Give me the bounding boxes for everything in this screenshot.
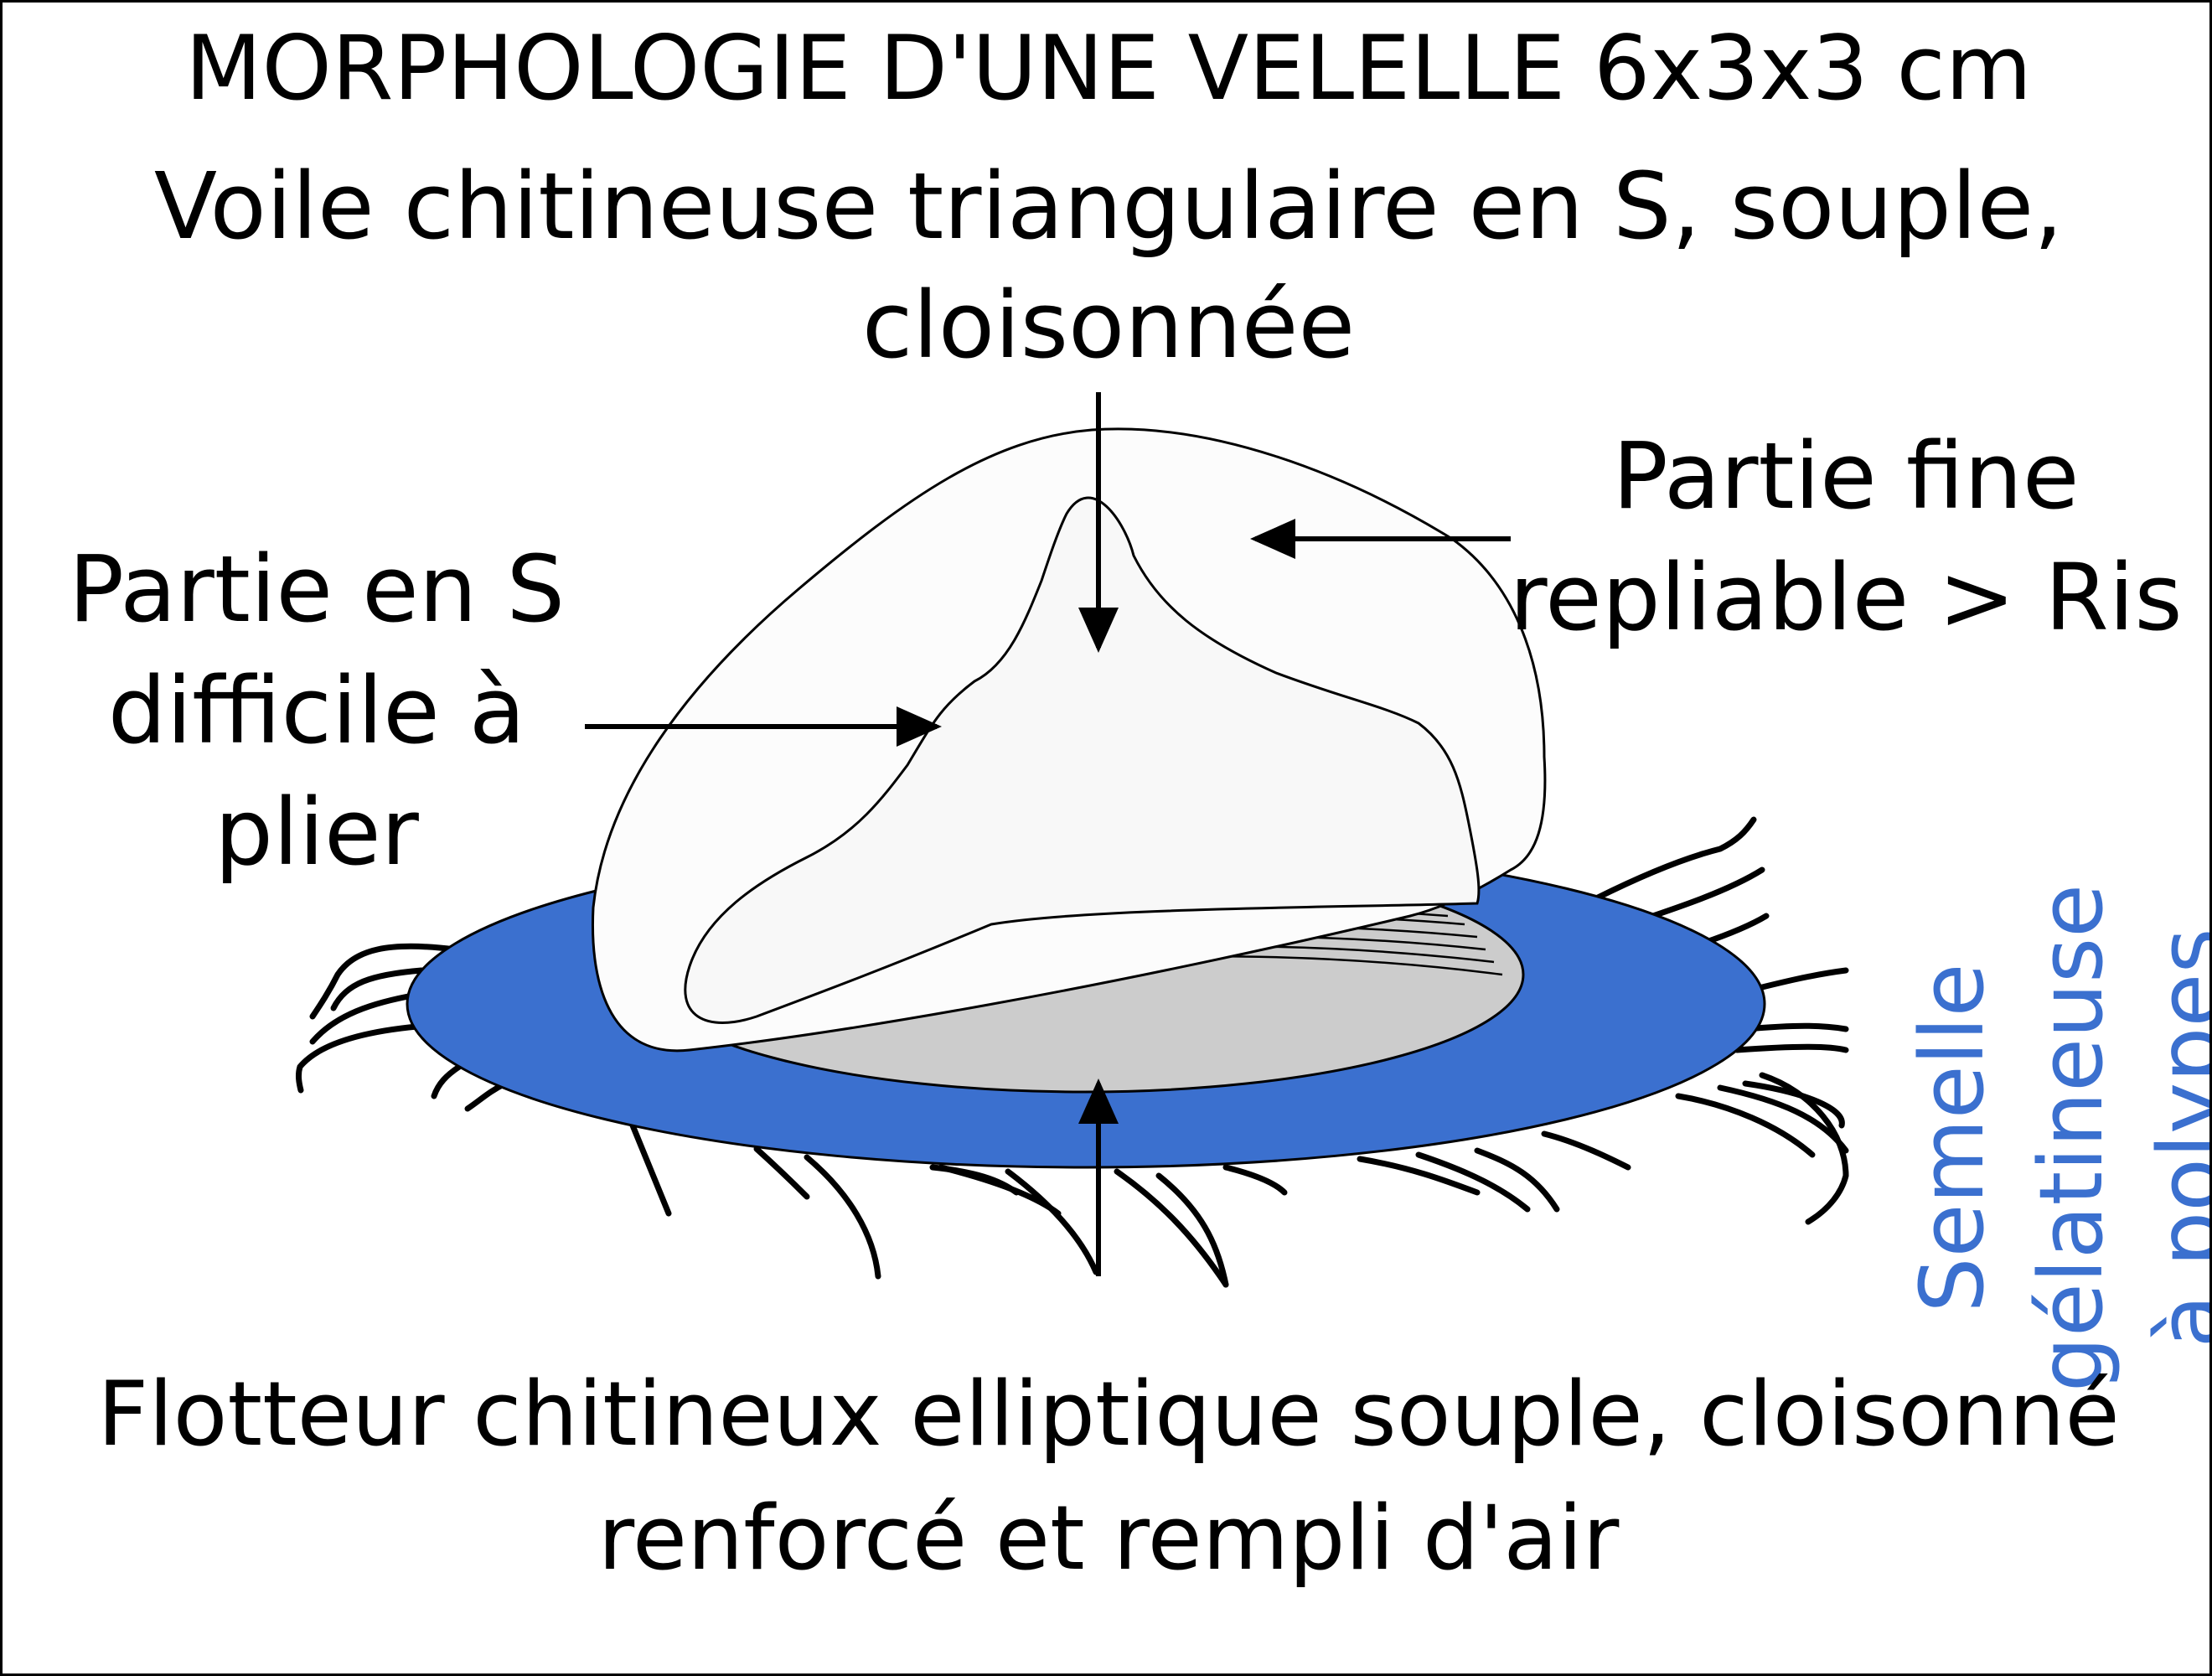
velella-illustration (295, 392, 1849, 1288)
label-partie-fine-line2: repliable > Ris (1509, 544, 2183, 651)
label-partie-s-line3: plier (214, 779, 419, 886)
label-flotteur-line1: Flotteur chitineux elliptique souple, cl… (97, 1363, 2120, 1466)
pointer-arrows (585, 392, 1511, 1276)
label-voile-line2: cloisonnée (861, 272, 1356, 379)
label-partie-s-line1: Partie en S (68, 535, 566, 643)
label-voile-line1: Voile chitineuse triangulaire en S, soup… (153, 153, 2064, 260)
label-partie-s-line2: difficile à (107, 657, 526, 764)
label-flotteur-line2: renforcé et rempli d'air (597, 1487, 1620, 1590)
diagram-title: MORPHOLOGIE D'UNE VELELLE 6x3x3 cm (184, 17, 2032, 120)
label-partie-fine-line1: Partie fine (1612, 422, 2080, 530)
